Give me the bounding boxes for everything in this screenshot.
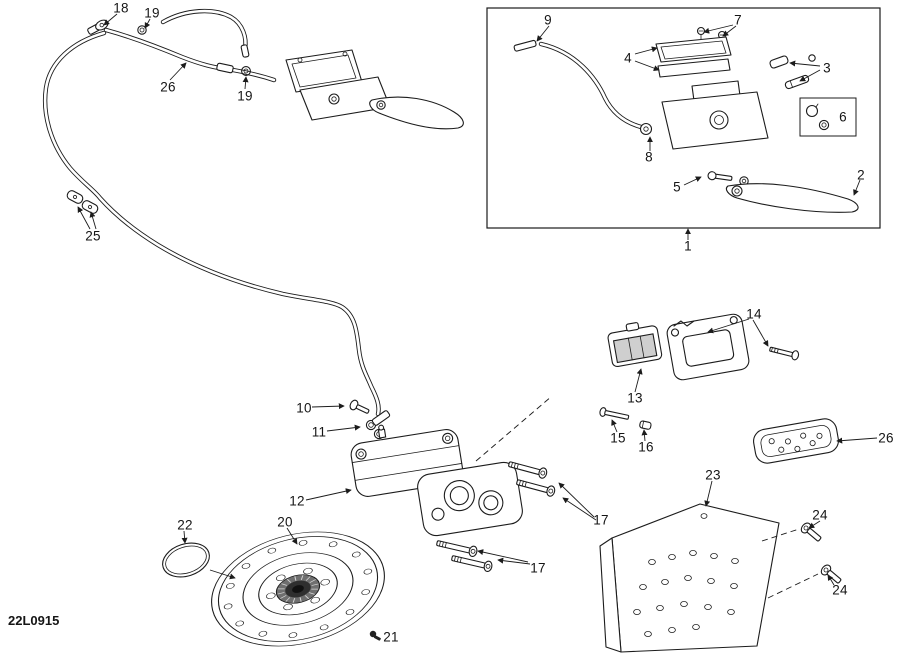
reservoir-cover bbox=[655, 36, 732, 63]
guard-bolt-24b bbox=[820, 564, 842, 584]
callout-8: 8 bbox=[645, 149, 653, 165]
callout-10: 10 bbox=[296, 400, 312, 416]
callout-25: 25 bbox=[85, 228, 101, 244]
disc-screw-21 bbox=[369, 630, 381, 641]
circlip-box bbox=[799, 97, 857, 137]
callout-3: 3 bbox=[823, 60, 831, 76]
callout-4: 4 bbox=[624, 50, 632, 66]
caliper-bolts-upper bbox=[508, 461, 556, 497]
callout-19b: 19 bbox=[237, 88, 253, 104]
pin-clip-16 bbox=[639, 420, 652, 430]
callout-1: 1 bbox=[684, 238, 692, 254]
callout-12: 12 bbox=[289, 493, 305, 509]
callout-13: 13 bbox=[627, 390, 643, 406]
callout-17b: 17 bbox=[530, 560, 546, 576]
disc-guard-23 bbox=[599, 503, 780, 653]
caliper-bolts-lower bbox=[436, 540, 493, 573]
callout-9: 9 bbox=[544, 12, 552, 28]
brake-lever bbox=[369, 96, 464, 130]
callout-16: 16 bbox=[638, 439, 654, 455]
brake-disc bbox=[211, 531, 385, 647]
hose-clamps-25 bbox=[66, 190, 99, 214]
pad-retainer-pin bbox=[769, 346, 800, 361]
washer-19 bbox=[137, 25, 147, 35]
callout-17a: 17 bbox=[593, 512, 609, 528]
hose-connector bbox=[216, 62, 234, 74]
hose-end-fitting bbox=[371, 410, 391, 426]
callout-20: 20 bbox=[277, 514, 293, 530]
inset-master-cylinder bbox=[639, 80, 769, 150]
callout-26b: 26 bbox=[878, 430, 894, 446]
callout-22: 22 bbox=[177, 517, 193, 533]
callout-5: 5 bbox=[673, 179, 681, 195]
inset-bleed-hose bbox=[513, 39, 644, 130]
callout-24b: 24 bbox=[832, 582, 848, 598]
inset-box bbox=[486, 7, 881, 229]
callout-2: 2 bbox=[857, 167, 865, 183]
o-ring-22 bbox=[162, 542, 210, 578]
callout-11: 11 bbox=[311, 424, 327, 440]
banjo-bolt-10 bbox=[349, 399, 370, 414]
callout-7: 7 bbox=[734, 12, 742, 28]
callout-18: 18 bbox=[113, 0, 129, 16]
lever-pivot-bolt bbox=[707, 171, 749, 186]
hose-to-master-cylinder bbox=[103, 27, 277, 83]
brake-pads bbox=[607, 313, 750, 381]
slider-bracket-26 bbox=[753, 418, 839, 464]
callout-26a: 26 bbox=[160, 79, 176, 95]
pad-pin-15 bbox=[599, 407, 630, 420]
guard-bolt-24a bbox=[800, 522, 822, 542]
oring-19 bbox=[241, 66, 251, 76]
callout-19a: 19 bbox=[144, 5, 160, 21]
master-cylinder bbox=[285, 49, 391, 121]
callout-23: 23 bbox=[705, 467, 721, 483]
callout-14: 14 bbox=[746, 306, 762, 322]
front-brake-hose bbox=[43, 30, 381, 417]
callout-6: 6 bbox=[839, 109, 847, 125]
callout-15: 15 bbox=[610, 430, 626, 446]
brake-caliper bbox=[350, 424, 523, 537]
inset-brake-lever bbox=[725, 183, 859, 213]
diagram-code: 22L0915 bbox=[8, 613, 60, 628]
reservoir-gasket bbox=[657, 58, 731, 78]
alignment-dashes bbox=[475, 395, 819, 599]
callout-21: 21 bbox=[383, 629, 399, 645]
leader-lines bbox=[77, 13, 878, 586]
callout-24a: 24 bbox=[812, 507, 828, 523]
upper-hose-loop bbox=[160, 8, 250, 58]
